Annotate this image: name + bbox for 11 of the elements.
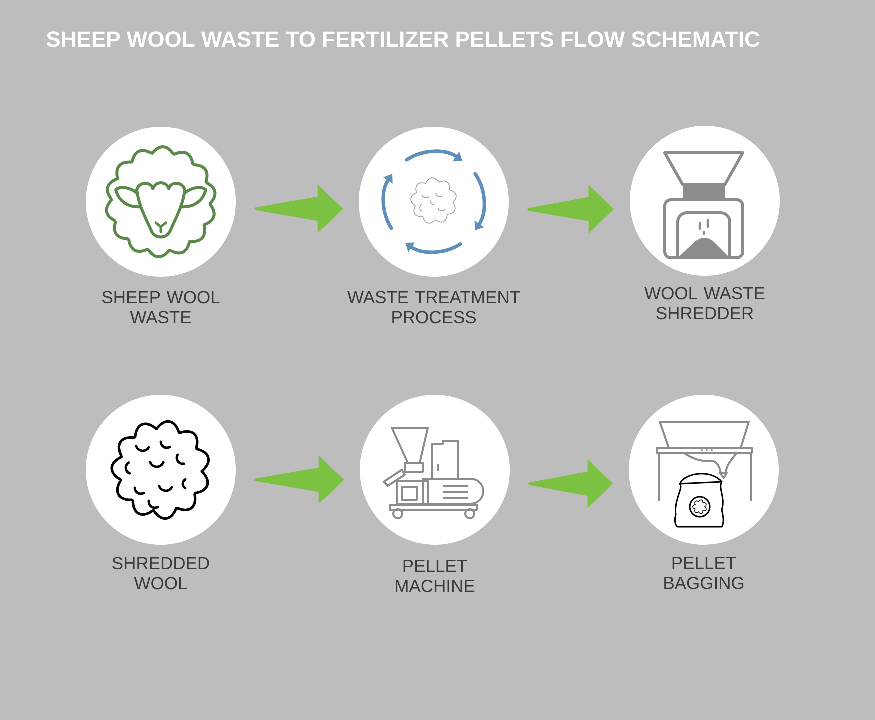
arrow [528, 460, 614, 508]
step-label: WASTE TREATMENT PROCESS [348, 291, 520, 324]
step-label: SHREDDED WOOL [112, 557, 210, 590]
arrow [254, 184, 344, 234]
arrow [528, 185, 614, 234]
step-label: PELLET MACHINE [396, 560, 475, 592]
title: SHEEP WOOL WASTE TO FERTILIZER PELLETS FLOW SCHEMATIC [46, 32, 760, 48]
step-label: PELLET BAGGING [664, 557, 744, 590]
arrow [254, 456, 344, 504]
step-label: SHEEP WOOL WASTE [102, 291, 220, 324]
step-label: WOOL WASTE SHREDDER [644, 287, 765, 320]
